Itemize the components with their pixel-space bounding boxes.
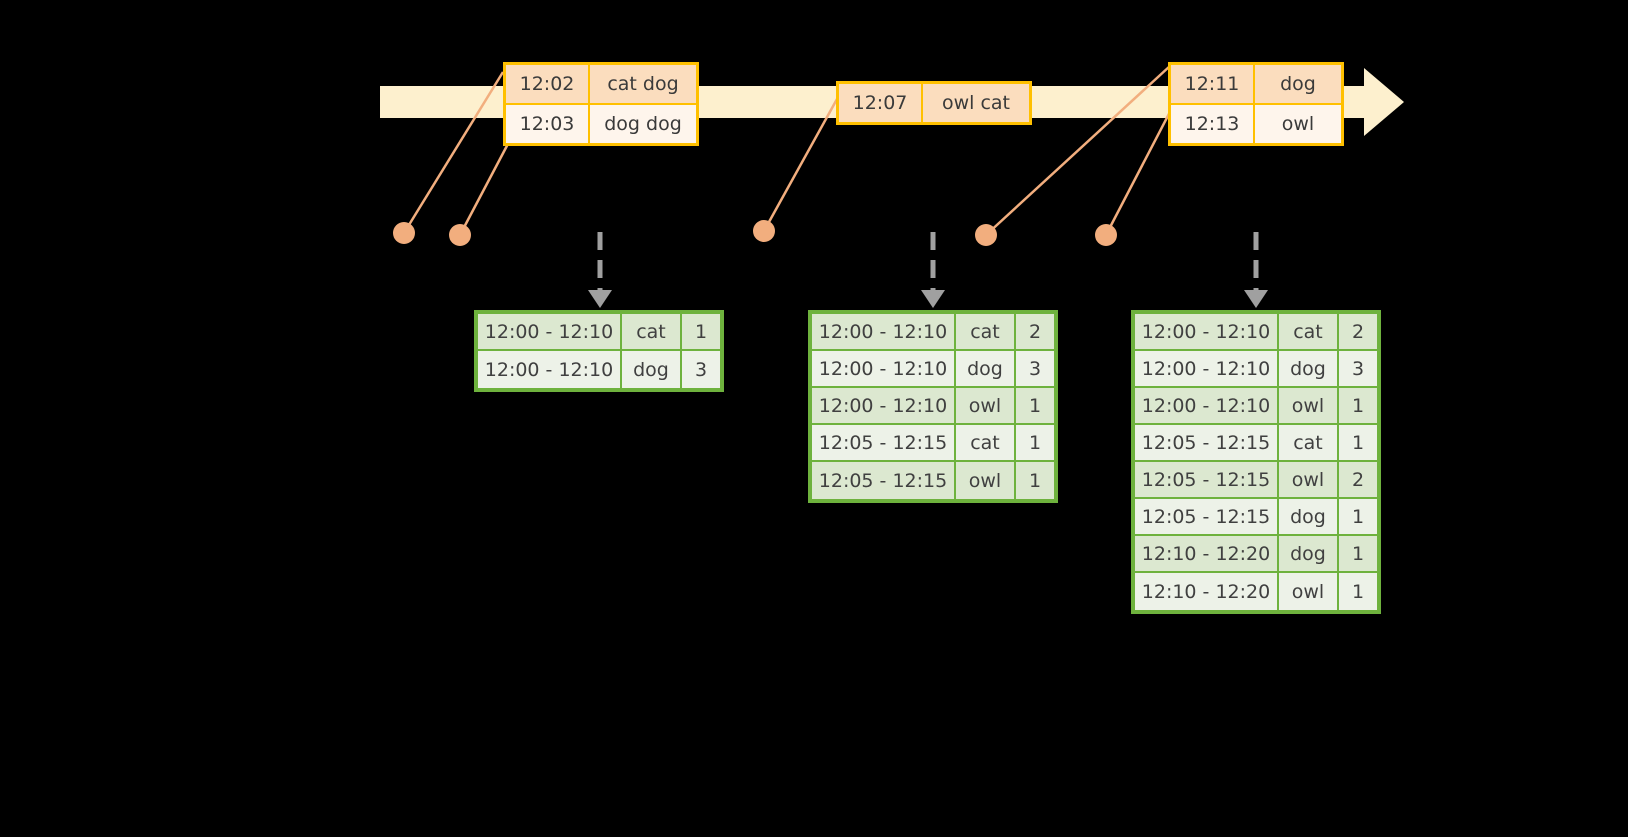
word-cell: dog: [1279, 499, 1339, 534]
table-row: 12:05 - 12:15 owl 1: [812, 462, 1054, 499]
event-value: dog dog: [590, 105, 696, 143]
word-cell: cat: [956, 314, 1016, 349]
flow-arrow-3: [1244, 232, 1268, 308]
word-cell: dog: [622, 351, 682, 388]
word-cell: cat: [1279, 425, 1339, 460]
event-time: 12:13: [1171, 105, 1255, 143]
event-time: 12:02: [506, 65, 590, 103]
event-row: 12:02 cat dog: [506, 65, 696, 103]
count-cell: 2: [1016, 314, 1054, 349]
event-group-1: 12:02 cat dog 12:03 dog dog: [503, 62, 699, 146]
word-cell: cat: [622, 314, 682, 349]
count-cell: 1: [1339, 388, 1377, 423]
window-cell: 12:10 - 12:20: [1135, 536, 1279, 571]
window-cell: 12:00 - 12:10: [1135, 351, 1279, 386]
table-row: 12:05 - 12:15 cat 1: [812, 425, 1054, 462]
count-cell: 1: [1339, 499, 1377, 534]
window-cell: 12:05 - 12:15: [1135, 425, 1279, 460]
marker-1: [393, 222, 415, 244]
window-cell: 12:05 - 12:15: [812, 462, 956, 499]
event-value: owl cat: [923, 84, 1029, 122]
event-row: 12:07 owl cat: [839, 84, 1029, 122]
count-cell: 3: [1016, 351, 1054, 386]
table-row: 12:05 - 12:15 cat 1: [1135, 425, 1377, 462]
table-row: 12:10 - 12:20 owl 1: [1135, 573, 1377, 610]
word-cell: dog: [1279, 351, 1339, 386]
table-row: 12:00 - 12:10 owl 1: [812, 388, 1054, 425]
event-value: dog: [1255, 65, 1341, 103]
window-cell: 12:00 - 12:10: [478, 351, 622, 388]
count-cell: 1: [682, 314, 720, 349]
result-table-2: 12:00 - 12:10 cat 2 12:00 - 12:10 dog 3 …: [808, 310, 1058, 503]
count-cell: 2: [1339, 462, 1377, 497]
word-cell: cat: [1279, 314, 1339, 349]
window-cell: 12:05 - 12:15: [1135, 462, 1279, 497]
event-row: 12:03 dog dog: [506, 103, 696, 143]
flow-arrow-2: [921, 232, 945, 308]
event-time: 12:11: [1171, 65, 1255, 103]
marker-5: [1095, 224, 1117, 246]
count-cell: 1: [1339, 536, 1377, 571]
table-row: 12:00 - 12:10 dog 3: [478, 351, 720, 388]
event-time: 12:03: [506, 105, 590, 143]
event-row: 12:11 dog: [1171, 65, 1341, 103]
table-row: 12:00 - 12:10 cat 2: [812, 314, 1054, 351]
marker-3: [753, 220, 775, 242]
table-row: 12:00 - 12:10 owl 1: [1135, 388, 1377, 425]
table-row: 12:05 - 12:15 owl 2: [1135, 462, 1377, 499]
window-cell: 12:00 - 12:10: [1135, 314, 1279, 349]
count-cell: 1: [1016, 462, 1054, 499]
marker-2: [449, 224, 471, 246]
timeline-arrowhead-icon: [1364, 68, 1404, 136]
word-cell: owl: [956, 388, 1016, 423]
word-cell: owl: [956, 462, 1016, 499]
window-cell: 12:05 - 12:15: [812, 425, 956, 460]
count-cell: 3: [682, 351, 720, 388]
count-cell: 1: [1339, 573, 1377, 610]
result-table-3: 12:00 - 12:10 cat 2 12:00 - 12:10 dog 3 …: [1131, 310, 1381, 614]
window-cell: 12:00 - 12:10: [1135, 388, 1279, 423]
table-row: 12:10 - 12:20 dog 1: [1135, 536, 1377, 573]
window-cell: 12:10 - 12:20: [1135, 573, 1279, 610]
table-row: 12:00 - 12:10 cat 2: [1135, 314, 1377, 351]
window-cell: 12:00 - 12:10: [812, 351, 956, 386]
event-value: owl: [1255, 105, 1341, 143]
word-cell: owl: [1279, 573, 1339, 610]
window-cell: 12:00 - 12:10: [812, 314, 956, 349]
table-row: 12:05 - 12:15 dog 1: [1135, 499, 1377, 536]
result-table-1: 12:00 - 12:10 cat 1 12:00 - 12:10 dog 3: [474, 310, 724, 392]
event-time: 12:07: [839, 84, 923, 122]
word-cell: dog: [956, 351, 1016, 386]
window-cell: 12:00 - 12:10: [478, 314, 622, 349]
event-group-3: 12:11 dog 12:13 owl: [1168, 62, 1344, 146]
count-cell: 3: [1339, 351, 1377, 386]
event-group-2: 12:07 owl cat: [836, 81, 1032, 125]
word-cell: owl: [1279, 388, 1339, 423]
count-cell: 2: [1339, 314, 1377, 349]
marker-4: [975, 224, 997, 246]
window-cell: 12:00 - 12:10: [812, 388, 956, 423]
event-row: 12:13 owl: [1171, 103, 1341, 143]
count-cell: 1: [1339, 425, 1377, 460]
count-cell: 1: [1016, 425, 1054, 460]
table-row: 12:00 - 12:10 dog 3: [1135, 351, 1377, 388]
flow-arrow-1: [588, 232, 612, 308]
word-cell: owl: [1279, 462, 1339, 497]
table-row: 12:00 - 12:10 cat 1: [478, 314, 720, 351]
word-cell: dog: [1279, 536, 1339, 571]
event-value: cat dog: [590, 65, 696, 103]
word-cell: cat: [956, 425, 1016, 460]
count-cell: 1: [1016, 388, 1054, 423]
table-row: 12:00 - 12:10 dog 3: [812, 351, 1054, 388]
window-cell: 12:05 - 12:15: [1135, 499, 1279, 534]
